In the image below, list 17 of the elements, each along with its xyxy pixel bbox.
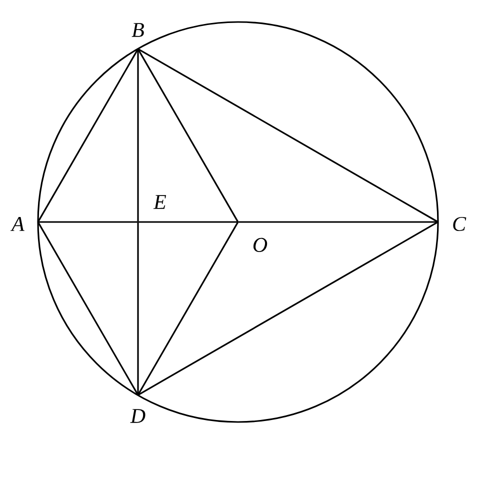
point-label: O — [253, 238, 268, 252]
line-segment — [37, 222, 139, 396]
line-segment — [137, 222, 139, 395]
point-label: B — [132, 23, 144, 37]
line-segment — [138, 48, 438, 223]
line-segment — [137, 48, 239, 222]
line-segment — [238, 221, 438, 223]
line-segment — [38, 221, 138, 223]
line-segment — [138, 221, 438, 396]
point-label: E — [153, 195, 166, 209]
line-segment — [137, 49, 139, 222]
line-segment — [137, 222, 239, 396]
point-label: C — [453, 216, 466, 232]
line-segment — [37, 48, 139, 222]
point-label: A — [10, 217, 24, 231]
line-segment — [138, 221, 238, 223]
point-label: D — [130, 409, 146, 423]
